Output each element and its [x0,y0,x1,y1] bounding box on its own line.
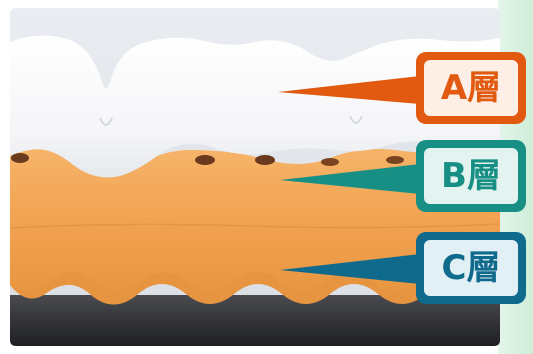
b-layer-label: B層 [441,156,501,196]
a-layer-label: A層 [441,68,501,108]
c-layer-label: C層 [442,248,501,288]
cavity [386,156,404,164]
cavity [11,153,29,163]
cavity [321,158,339,166]
cavity [195,155,215,165]
a-layer-tag: A層 [416,52,526,124]
cavity [255,155,275,165]
b-layer-tag: B層 [416,140,526,212]
c-layer-tag: C層 [416,232,526,304]
